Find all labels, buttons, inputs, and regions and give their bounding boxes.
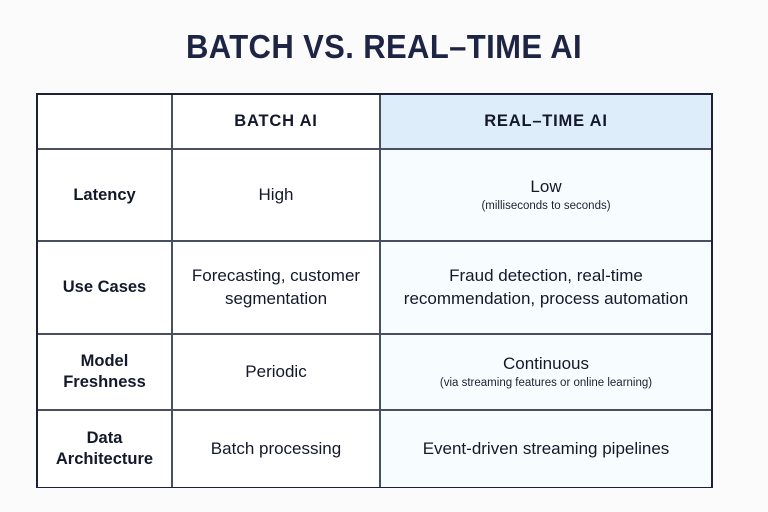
cell-main-text: Continuous xyxy=(502,353,589,373)
row-label-model-freshness: Model Freshness xyxy=(38,334,173,411)
table-row: Model Freshness Periodic Continuous (via… xyxy=(38,334,711,411)
cell-batch-model-freshness: Periodic xyxy=(172,334,381,411)
cell-batch-use-cases: Forecasting, customer segmentation xyxy=(172,241,381,335)
cell-main-text: Event-driven streaming pipelines xyxy=(422,438,670,458)
cell-main-text: Low xyxy=(530,176,562,196)
comparison-table: BATCH AI REAL–TIME AI Latency High Low (… xyxy=(38,95,711,487)
cell-main-text: Periodic xyxy=(245,361,307,381)
cell-realtime-use-cases: Fraud detection, real-time recommendatio… xyxy=(380,241,711,335)
cell-realtime-data-architecture: Event-driven streaming pipelines xyxy=(380,410,711,487)
header-row: BATCH AI REAL–TIME AI xyxy=(38,95,711,150)
table-row: Data Architecture Batch processing Event… xyxy=(38,410,711,487)
cell-main-text: High xyxy=(258,184,294,204)
cell-sub-text: (milliseconds to seconds) xyxy=(481,200,611,213)
comparison-table-container: BATCH AI REAL–TIME AI Latency High Low (… xyxy=(36,93,713,488)
table-body: Latency High Low (milliseconds to second… xyxy=(38,149,711,487)
header-realtime-ai: REAL–TIME AI xyxy=(380,95,711,150)
cell-main-text: Batch processing xyxy=(210,438,342,458)
cell-main-text: Forecasting, customer segmentation xyxy=(191,266,361,308)
cell-realtime-model-freshness: Continuous (via streaming features or on… xyxy=(380,334,711,411)
cell-main-text: Fraud detection, real-time recommendatio… xyxy=(403,266,689,308)
table-row: Use Cases Forecasting, customer segmenta… xyxy=(38,241,711,335)
cell-sub-text: (via streaming features or online learni… xyxy=(439,377,653,390)
page-title: BATCH VS. REAL–TIME AI xyxy=(185,28,583,65)
row-label-data-architecture: Data Architecture xyxy=(38,410,173,487)
table-row: Latency High Low (milliseconds to second… xyxy=(38,149,711,242)
row-label-use-cases: Use Cases xyxy=(38,241,173,335)
row-label-latency: Latency xyxy=(38,149,173,242)
cell-batch-latency: High xyxy=(172,149,381,242)
header-label-column xyxy=(38,95,173,150)
cell-realtime-latency: Low (milliseconds to seconds) xyxy=(380,149,711,242)
table-header: BATCH AI REAL–TIME AI xyxy=(38,95,711,150)
cell-batch-data-architecture: Batch processing xyxy=(172,410,381,487)
header-batch-ai: BATCH AI xyxy=(172,95,381,150)
